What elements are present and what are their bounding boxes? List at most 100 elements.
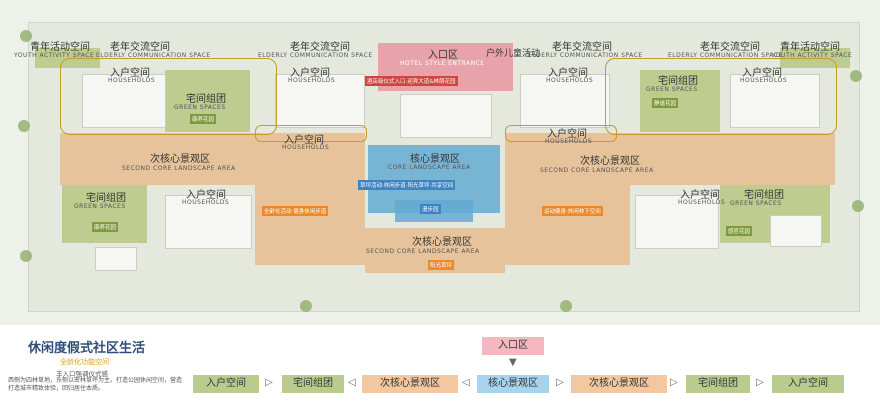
legend-desc1: 丰入口强调仪式感	[56, 370, 108, 378]
building	[82, 74, 166, 128]
tree-icon	[300, 300, 312, 312]
households-en: HOUSEHOLDS	[282, 144, 330, 151]
walking-path-right	[605, 58, 837, 135]
flow-node-entrance: 入口区	[482, 337, 544, 355]
elderly-space-right-en: ELDERLY COMMUNICATION SPACE	[668, 52, 783, 59]
arrow-left-icon: ◁	[462, 377, 470, 388]
green-tag: 康养花园	[92, 222, 119, 232]
second-core-right-label: 次核心景观区	[580, 156, 640, 167]
households-en: HOUSEHOLDS	[545, 138, 593, 145]
second-core-tag-left: 全龄化活动·健身休闲步道	[262, 206, 329, 216]
elderly-space-right-label: 老年交流空间	[700, 42, 760, 53]
tree-icon	[850, 70, 862, 82]
building	[95, 247, 137, 271]
flow-node-7: 入户空间	[772, 375, 844, 393]
core-tag: 草坪活动·休闲步道·阳光草坪·共享空间	[358, 180, 456, 190]
green-space-en: GREEN SPACES	[74, 203, 126, 210]
arrow-down-icon: ▼	[509, 357, 517, 368]
building	[520, 74, 610, 128]
youth-space-left-en: YOUTH ACTIVITY SPACE	[14, 52, 95, 59]
youth-space-right-label: 青年活动空间	[780, 42, 840, 53]
arrow-right-icon: ▷	[556, 377, 564, 388]
tree-icon	[20, 30, 32, 42]
building	[400, 94, 492, 138]
green-tag: 感官花园	[726, 226, 753, 236]
green-space-en: GREEN SPACES	[174, 104, 226, 111]
entrance-en: HOTEL STYLE ENTRANCE	[400, 60, 485, 67]
second-core-tag-bottom: 阳光草坪	[428, 260, 455, 270]
outdoor-kids-label: 户外儿童活动	[486, 49, 541, 59]
households-label: 入户空间	[680, 190, 720, 201]
legend-panel: 休闲度假式社区生活 全龄化功能空间 丰入口强调仪式感 西侧为四林草地，东侧以密林…	[0, 325, 880, 409]
households-label: 入户空间	[548, 68, 588, 79]
elderly-space-right1-en: ELDERLY COMMUNICATION SPACE	[528, 52, 643, 59]
entrance-label: 入口区	[428, 50, 458, 61]
youth-space-left-label: 青年活动空间	[30, 42, 90, 53]
green-space-label: 宅间组团	[86, 193, 126, 204]
flow-node-4: 核心景观区	[477, 375, 549, 393]
green-tag: 静谧花园	[652, 98, 679, 108]
households-en: HOUSEHOLDS	[678, 199, 726, 206]
tree-icon	[20, 250, 32, 262]
core-landscape-label: 核心景观区	[410, 154, 460, 165]
flow-node-1: 入户空间	[193, 375, 259, 393]
arrow-right-icon: ▷	[265, 377, 273, 388]
legend-desc2: 西侧为四林草地，东侧以密林草坪为主。打造公园休闲空间，营造打造城市精致体验，回归…	[8, 377, 183, 392]
households-en: HOUSEHOLDS	[546, 77, 594, 84]
building	[770, 215, 822, 247]
walking-path-connector-left	[255, 125, 367, 142]
building	[165, 195, 252, 249]
elderly-space-right1-label: 老年交流空间	[552, 42, 612, 53]
green-tag: 康养花园	[190, 114, 217, 124]
flow-node-3: 次核心景观区	[362, 375, 458, 393]
tree-icon	[18, 120, 30, 132]
arrow-left-icon: ◁	[348, 377, 356, 388]
second-core-tag-right: 运动健身·休闲林下空间	[542, 206, 603, 216]
arrow-right-icon: ▷	[670, 377, 678, 388]
second-core-zone-left-lower	[255, 185, 365, 265]
elderly-space-center-en: ELDERLY COMMUNICATION SPACE	[258, 52, 373, 59]
flow-node-2: 宅间组团	[282, 375, 344, 393]
second-core-zone-right-lower	[505, 185, 630, 265]
core-landscape-en: CORE LANDSCAPE AREA	[388, 164, 471, 171]
households-label: 入户空间	[284, 135, 324, 146]
walking-path-connector-right	[505, 125, 617, 142]
second-core-left-label: 次核心景观区	[150, 154, 210, 165]
arrow-right-icon: ▷	[756, 377, 764, 388]
elderly-space-center-label: 老年交流空间	[290, 42, 350, 53]
flow-node-5: 次核心景观区	[571, 375, 667, 393]
legend-title: 休闲度假式社区生活	[28, 341, 146, 356]
tree-icon	[852, 200, 864, 212]
households-label: 入户空间	[742, 68, 782, 79]
legend-subtitle: 全龄化功能空间	[60, 358, 109, 366]
youth-space-right-en: YOUTH ACTIVITY SPACE	[772, 52, 853, 59]
flow-node-6: 宅间组团	[686, 375, 750, 393]
elderly-space-left-en: ELDERLY COMMUNICATION SPACE	[96, 52, 211, 59]
building	[635, 195, 719, 249]
building	[275, 74, 365, 128]
green-space-en: GREEN SPACES	[730, 200, 782, 207]
site-plan: 青年活动空间 YOUTH ACTIVITY SPACE 老年交流空间 ELDER…	[0, 0, 880, 325]
households-en: HOUSEHOLDS	[288, 77, 336, 84]
households-label: 入户空间	[110, 68, 150, 79]
households-en: HOUSEHOLDS	[182, 199, 230, 206]
building	[730, 74, 820, 128]
households-label: 入户空间	[290, 68, 330, 79]
second-core-bottom-label: 次核心景观区	[412, 237, 472, 248]
entrance-tag: 酒店级仪式入口·迎宾大道&林荫花园	[365, 76, 458, 86]
households-label: 入户空间	[186, 190, 226, 201]
green-space-bottom-left	[62, 185, 147, 243]
green-space-en: GREEN SPACES	[646, 86, 698, 93]
households-en: HOUSEHOLDS	[740, 77, 788, 84]
households-label: 入户空间	[547, 129, 587, 140]
households-en: HOUSEHOLDS	[108, 77, 156, 84]
second-core-left-en: SECOND CORE LANDSCAPE AREA	[122, 165, 236, 172]
walking-path-left	[60, 58, 277, 135]
green-space-label: 宅间组团	[658, 76, 698, 87]
second-core-right-en: SECOND CORE LANDSCAPE AREA	[540, 167, 654, 174]
tree-icon	[560, 300, 572, 312]
core-tag2: 漫步园	[420, 204, 441, 214]
green-space-label: 宅间组团	[186, 94, 226, 105]
elderly-space-left-label: 老年交流空间	[110, 42, 170, 53]
green-space-label: 宅间组团	[744, 190, 784, 201]
